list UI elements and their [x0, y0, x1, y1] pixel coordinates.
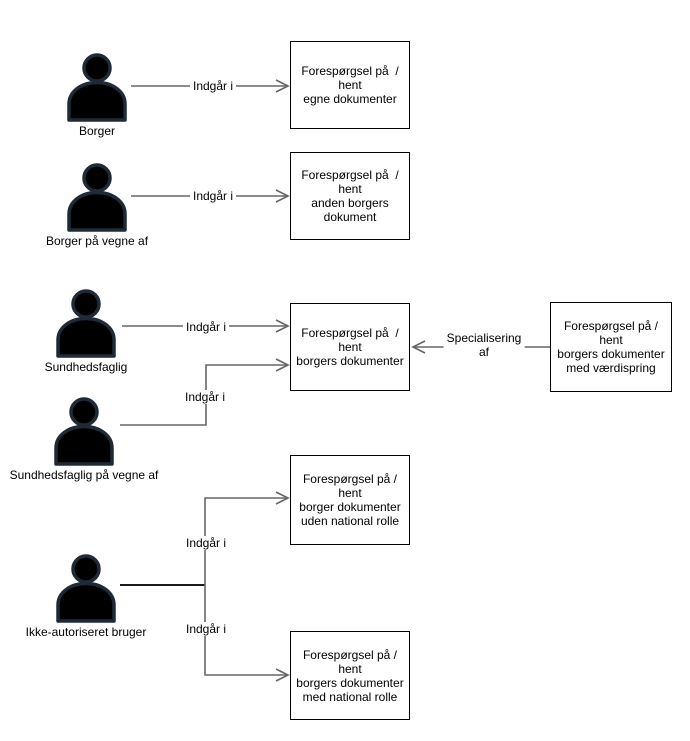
- use-case-text: Forespørgsel på / hent borgers dokumente…: [296, 647, 404, 704]
- use-case-borgers-dokumenter[interactable]: Forespørgsel på / hent borgers dokumente…: [290, 303, 410, 391]
- use-case-med-vaerdispring[interactable]: Forespørgsel på / hent borgers dokumente…: [550, 302, 672, 392]
- person-icon: [67, 53, 127, 122]
- use-case-text: Forespørgsel på / hent borger dokumenter…: [299, 472, 401, 528]
- use-case-anden-borgers-dokument[interactable]: Forespørgsel på / hent anden borgers dok…: [290, 152, 410, 240]
- use-case-egne-dokumenter[interactable]: Forespørgsel på / hent egne dokumenter: [290, 41, 410, 129]
- use-case-text: Forespørgsel på / hent borgers dokumente…: [557, 319, 665, 375]
- edge-label-indgaar-i-5: Indgår i: [182, 536, 230, 550]
- arrowhead-icon: [411, 340, 426, 354]
- actor-borger-paa-vegne-af[interactable]: Borger på vegne af: [0, 162, 197, 248]
- actor-label: Borger: [78, 124, 116, 138]
- actor-label: Sundhedsfaglig: [44, 360, 128, 374]
- use-case-text: Forespørgsel på / hent borgers dokumente…: [296, 326, 404, 368]
- edge-label-indgaar-i-1: Indgår i: [189, 79, 237, 93]
- edge-ikke-autoriseret-med-rolle: [204, 585, 288, 676]
- edge-label-indgaar-i-4: Indgår i: [181, 390, 229, 404]
- edge-ikke-autoriseret-uden-rolle: [204, 497, 288, 585]
- actor-borger[interactable]: Borger: [0, 52, 197, 138]
- actor-sundhedsfaglig-paa-vegne-af[interactable]: Sundhedsfaglig på vegne af: [0, 396, 184, 482]
- use-case-med-national-rolle[interactable]: Forespørgsel på / hent borgers dokumente…: [290, 631, 410, 720]
- arrowhead-icon: [275, 319, 290, 333]
- use-case-text: Forespørgsel på / hent egne dokumenter: [301, 64, 399, 106]
- edge-label-indgaar-i-3: Indgår i: [182, 320, 230, 334]
- edge-label-indgaar-i-2: Indgår i: [189, 189, 237, 203]
- edge-label-specialisering-af: Specialisering af: [443, 331, 525, 359]
- use-case-text: Forespørgsel på / hent anden borgers dok…: [301, 168, 399, 224]
- person-icon: [56, 289, 116, 358]
- arrowhead-icon: [275, 79, 290, 93]
- arrowhead-icon: [275, 189, 290, 203]
- actor-sundhedsfaglig[interactable]: Sundhedsfaglig: [0, 288, 186, 374]
- person-icon: [56, 554, 116, 623]
- use-case-uden-national-rolle[interactable]: Forespørgsel på / hent borger dokumenter…: [290, 455, 410, 545]
- actor-ikke-autoriseret-bruger[interactable]: Ikke-autoriseret bruger: [0, 553, 186, 639]
- person-icon: [54, 397, 114, 466]
- arrowhead-icon: [275, 668, 290, 682]
- arrowhead-icon: [275, 491, 290, 505]
- person-icon: [67, 163, 127, 232]
- actor-label: Sundhedsfaglig på vegne af: [9, 468, 159, 482]
- actor-label: Borger på vegne af: [45, 234, 149, 248]
- actor-label: Ikke-autoriseret bruger: [25, 625, 147, 639]
- edge-label-indgaar-i-6: Indgår i: [182, 622, 230, 636]
- arrowhead-icon: [275, 358, 290, 372]
